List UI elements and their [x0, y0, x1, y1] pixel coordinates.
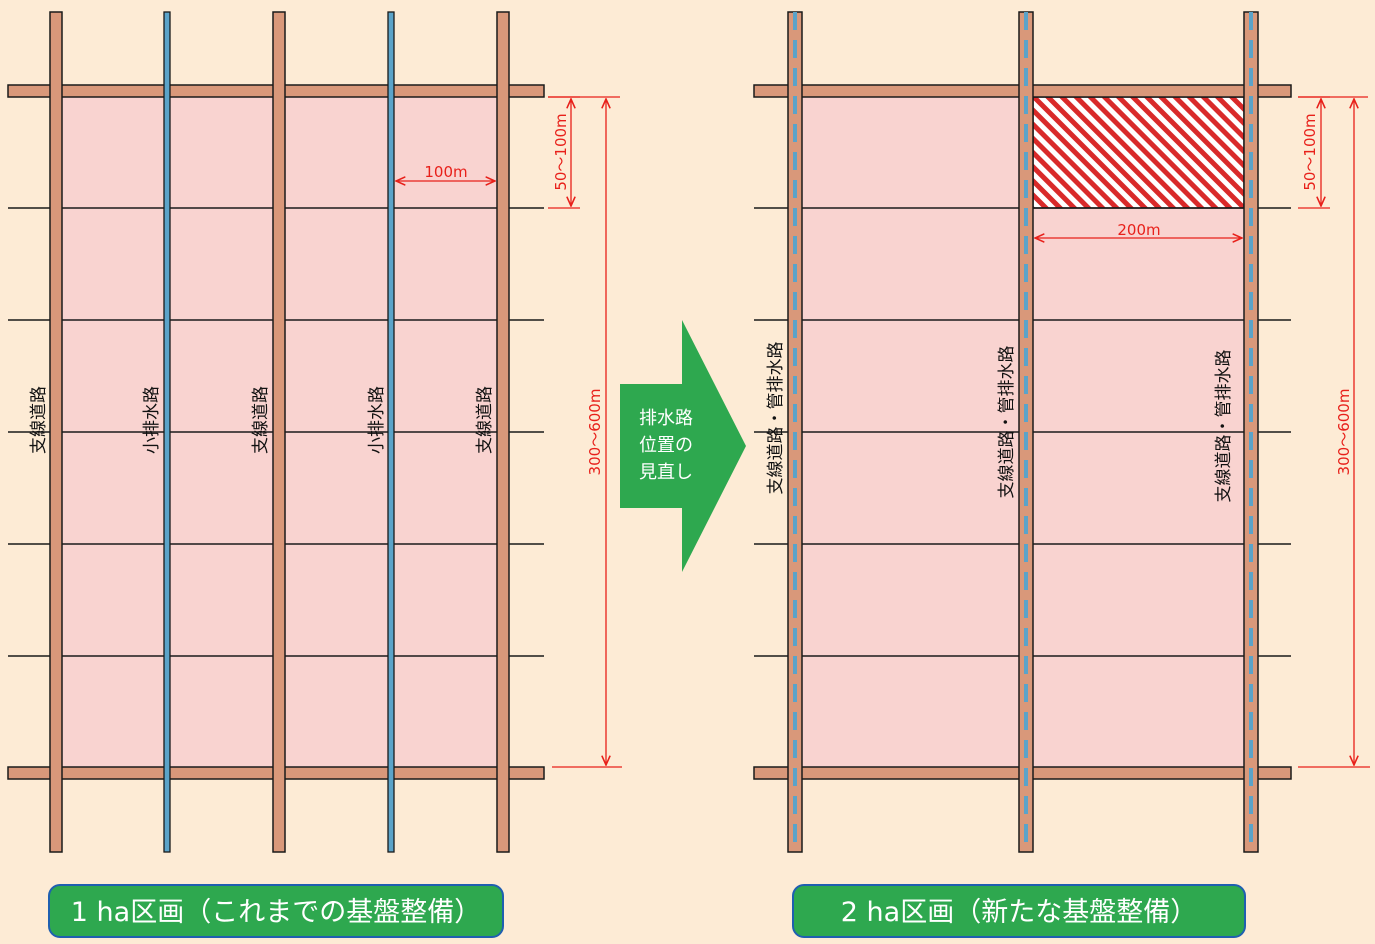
- left-junctions: [51, 86, 508, 778]
- right-total-depth-dimension: [1298, 96, 1370, 768]
- caption-2ha: 2 ha区画（新たな基盤整備）: [792, 884, 1246, 938]
- right-highlight-plot: [1032, 96, 1245, 209]
- right-branch-roads: [787, 11, 1259, 853]
- arrow-shape: [620, 320, 746, 572]
- arrow-text-line-1: 排水路: [639, 408, 693, 429]
- right-diagram: 支線道路・管排水路 支線道路・管排水路 支線道路・管排水路 200m 50〜10…: [753, 11, 1370, 853]
- right-pipe-drains: [793, 12, 1253, 852]
- left-drain-label-2: 小排水路: [367, 386, 387, 454]
- right-road-label-3: 支線道路・管排水路: [1214, 350, 1234, 503]
- left-diagram: 支線道路 小排水路 支線道路 小排水路 支線道路 100m 50〜100m 30…: [7, 11, 622, 853]
- right-total-depth-label: 300〜600m: [1335, 389, 1353, 476]
- right-road-label-2: 支線道路・管排水路: [997, 346, 1017, 499]
- right-road-label-1: 支線道路・管排水路: [766, 342, 786, 495]
- left-total-depth-dimension: [548, 96, 622, 768]
- arrow-text-line-2: 位置の: [639, 435, 693, 456]
- left-width-label: 100m: [424, 163, 467, 181]
- right-width-label: 200m: [1117, 221, 1160, 239]
- left-total-depth-label: 300〜600m: [586, 389, 604, 476]
- left-road-label-2: 支線道路: [251, 386, 271, 454]
- left-road-label-3: 支線道路: [475, 386, 495, 454]
- left-drains: [163, 11, 395, 853]
- left-branch-roads: [49, 11, 510, 853]
- caption-1ha: 1 ha区画（これまでの基盤整備）: [48, 884, 504, 938]
- left-plot-depth-label: 50〜100m: [552, 113, 570, 190]
- left-drain-label-1: 小排水路: [142, 386, 162, 454]
- arrow-text-line-3: 見直し: [639, 462, 693, 483]
- right-plot-depth-label: 50〜100m: [1301, 113, 1319, 190]
- review-arrow: 排水路 位置の 見直し: [620, 320, 746, 572]
- left-road-label-1: 支線道路: [29, 386, 49, 454]
